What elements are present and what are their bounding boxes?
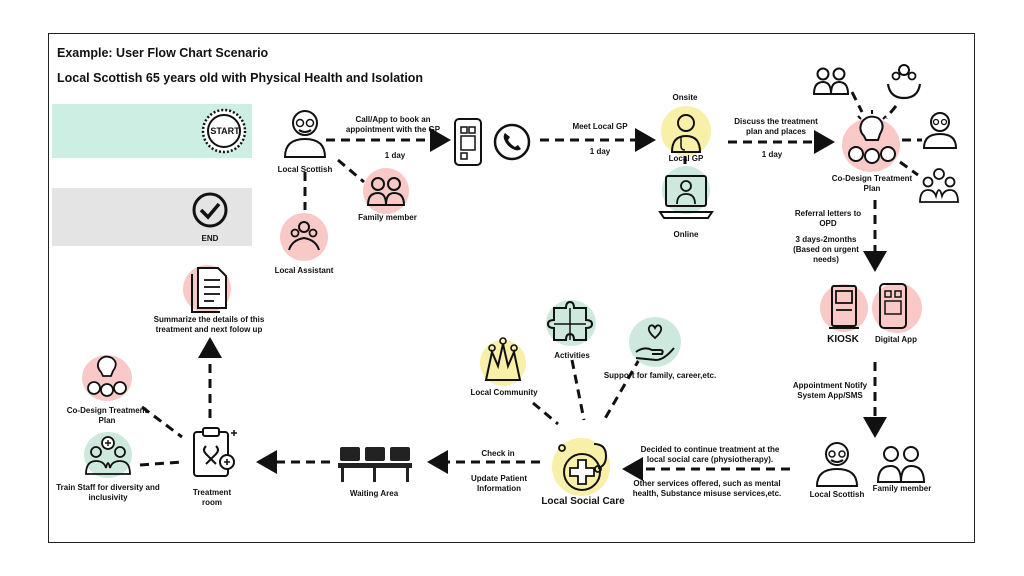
diagram-title: Example: User Flow Chart Scenario (57, 46, 269, 60)
summarize-label: Summarize the details of this treatment … (153, 315, 265, 334)
laptop-doctor-icon (658, 170, 714, 222)
family-member-top-label: Family member (358, 213, 417, 222)
kiosk-label: KIOSK (827, 334, 859, 345)
waiting-area-label: Waiting Area (349, 489, 399, 498)
start-badge-icon[interactable] (198, 107, 256, 155)
elderly-man-icon (281, 105, 329, 159)
family-bottom-icon (876, 444, 926, 484)
call-app-label: Call/App to book an appointment with the… (345, 115, 441, 134)
referral-label: Referral letters to OPD (794, 209, 862, 228)
local-assistant-label: Local Assistant (274, 266, 334, 275)
puzzle-icon (544, 298, 596, 348)
link-train-staff (139, 460, 183, 467)
day1-b-label: 1 day (589, 147, 611, 156)
codesign-top-label: Co-Design Treatment Plan (831, 174, 913, 193)
treatment-room-label: Treatment room (192, 488, 232, 507)
activities-label: Activities (554, 351, 590, 360)
mobile-app-icon[interactable] (878, 282, 908, 330)
local-gp-label: Local GP (668, 154, 704, 163)
assistant-icon (286, 218, 322, 254)
link-support (601, 357, 642, 423)
family-member-bottom-label: Family member (872, 484, 932, 493)
local-social-care-label: Local Social Care (541, 496, 625, 507)
day1-c-label: 1 day (761, 150, 783, 159)
day1-a-label: 1 day (384, 151, 406, 160)
link-scottish-family (337, 158, 365, 184)
other-services-label: Other services offered, such as mental h… (632, 479, 782, 498)
check-in-label: Check in (481, 449, 515, 458)
end-label: END (201, 234, 219, 243)
support-label: Support for family, career,etc. (603, 371, 717, 380)
chairs-icon (338, 445, 412, 483)
local-community-label: Local Community (470, 388, 538, 397)
link-activities (570, 359, 586, 421)
family-member-top-circle (363, 168, 409, 214)
codesign-left-label: Co-Design Treatment Plan (66, 406, 148, 425)
kiosk-circle (820, 284, 868, 332)
nurse-group-left-icon (84, 434, 132, 476)
onsite-label: Onsite (672, 93, 698, 102)
decided-label: Decided to continue treatment at the loc… (640, 445, 780, 464)
link-codesign-hands (884, 105, 898, 119)
link-codesign-nurses (899, 160, 919, 177)
elder-right-icon (920, 110, 960, 150)
bulb-team-icon (842, 108, 902, 174)
community-icon (478, 336, 528, 386)
local-scottish-top-label: Local Scottish (277, 165, 333, 174)
link-codesign-group (850, 91, 864, 113)
nurse-group-icon (918, 166, 960, 204)
phone-call-icon[interactable] (492, 122, 532, 162)
hands-people-icon (884, 62, 924, 102)
smartphone-icon[interactable] (452, 117, 484, 167)
meet-gp-label: Meet Local GP (572, 122, 628, 131)
discuss-label: Discuss the treatment plan and places (734, 117, 818, 136)
diagram-subtitle: Local Scottish 65 years old with Physica… (57, 71, 424, 85)
kiosk-icon[interactable] (826, 284, 862, 330)
link-community (532, 401, 559, 426)
social-care-icon (554, 438, 614, 496)
group-icon (812, 66, 850, 96)
train-staff-label: Train Staff for diversity and inclusivit… (56, 483, 160, 502)
appointment-label: Appointment Notify System App/SMS (792, 381, 868, 400)
local-scottish-bottom-label: Local Scottish (809, 490, 865, 499)
elderly-man-bottom-icon (814, 438, 860, 488)
doctor-icon (666, 110, 706, 154)
heart-hand-icon (632, 318, 678, 364)
check-circle-icon[interactable] (190, 192, 230, 232)
document-icon (186, 264, 232, 314)
link-codesign-left (141, 405, 183, 439)
start-label: START (210, 126, 240, 136)
days-range-label: 3 days-2months (Based on urgent needs) (793, 235, 859, 264)
bulb-team-left-icon (82, 350, 132, 402)
online-label: Online (673, 230, 699, 239)
digital-app-label: Digital App (875, 335, 917, 344)
update-info-label: Update Patient Information (470, 474, 527, 493)
clipboard-icon (190, 424, 242, 482)
family-icon (366, 173, 406, 209)
